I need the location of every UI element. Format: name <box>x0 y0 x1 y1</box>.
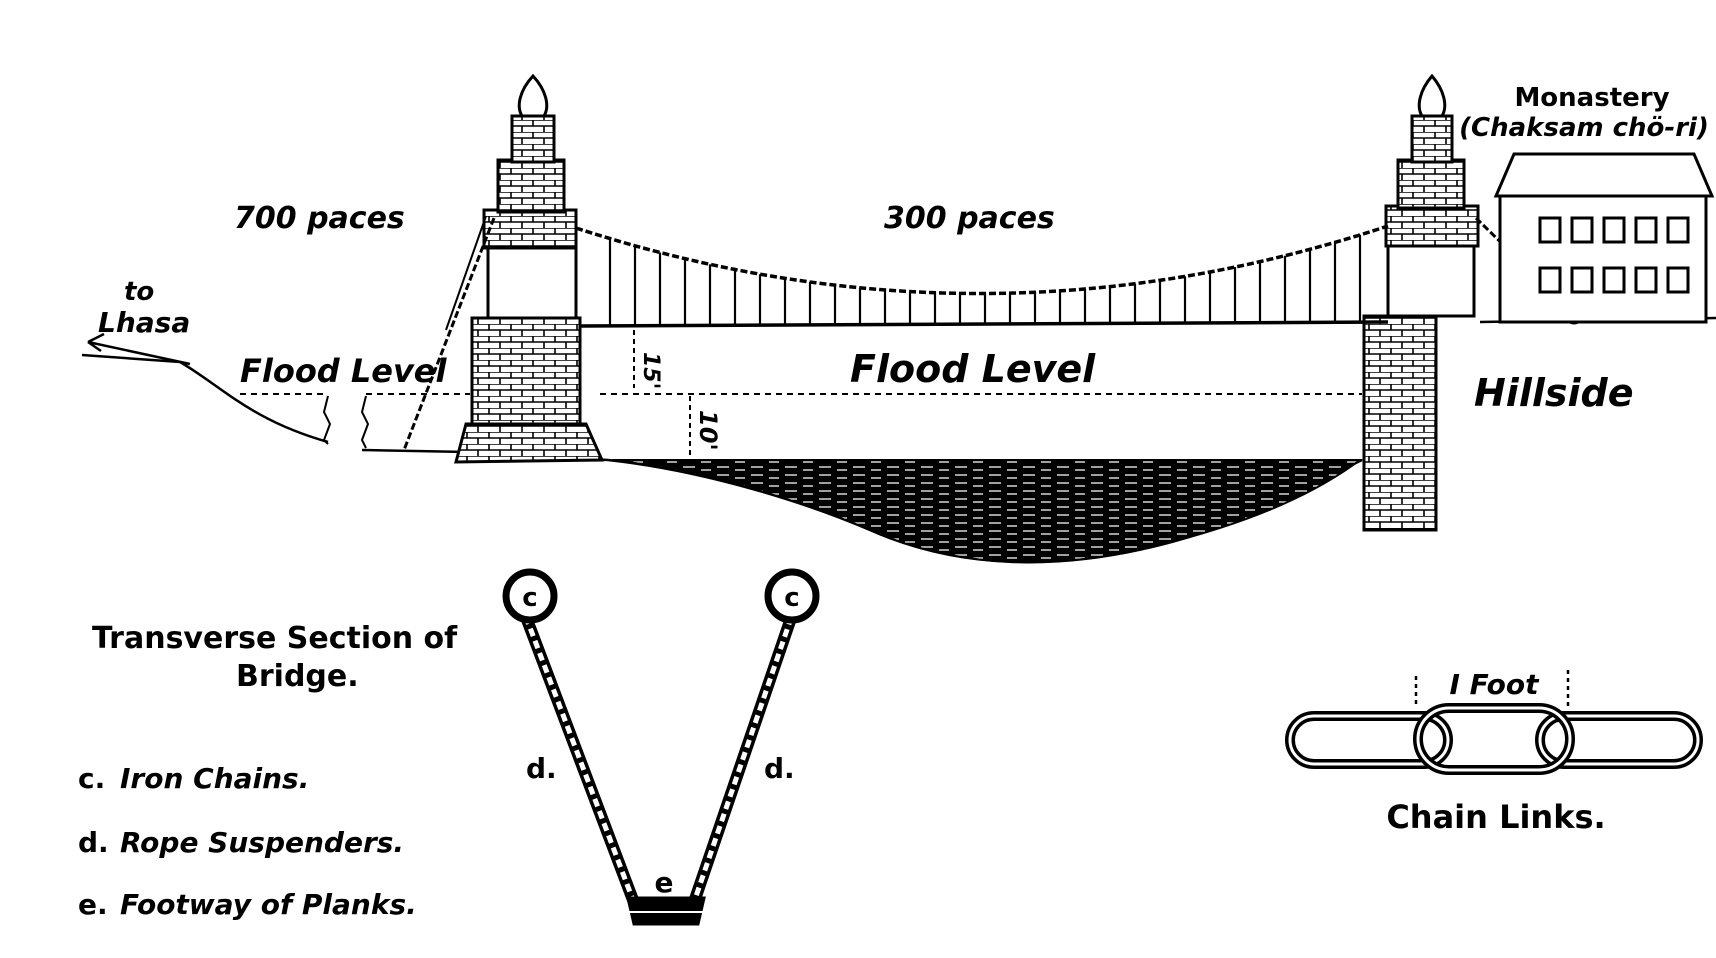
span-distance-label: 300 paces <box>884 201 1055 236</box>
section-label-e: e <box>655 866 674 899</box>
section-title-line1: Transverse Section of <box>92 621 458 656</box>
rope-suspenders <box>608 234 1362 326</box>
monastery-roof <box>1493 152 1715 198</box>
left-backstay <box>402 217 496 451</box>
to-lhasa-label-line1: to <box>124 277 154 307</box>
monastery-wall <box>1498 194 1708 324</box>
monastery-name: (Chaksam chö-ri) <box>1459 113 1709 143</box>
height-markers <box>633 330 691 458</box>
chain-caption: Chain Links. <box>1386 798 1605 836</box>
section-label-d-left: d. <box>526 752 557 785</box>
flood-level-left-label: Flood Level <box>240 352 448 390</box>
section-left-suspender-inner <box>509 579 639 909</box>
to-lhasa-arrow <box>87 332 191 366</box>
section-label-d-right: d. <box>764 752 795 785</box>
right-tower-finial <box>1417 73 1447 118</box>
hillside-label: Hillside <box>1474 371 1634 415</box>
chain-link-middle-inner <box>1416 706 1572 772</box>
chain-links <box>1285 670 1703 775</box>
left-tower-white <box>486 244 578 320</box>
legend-d-text: Rope Suspenders. <box>120 826 404 859</box>
monastery-window <box>1602 266 1626 294</box>
left-tower-footing <box>454 422 605 464</box>
chain-link-right-inner <box>1538 714 1700 766</box>
legend-d-key: d. <box>78 826 109 859</box>
left-tower-top <box>510 114 556 164</box>
left-bank-line <box>81 353 329 444</box>
section-label-c-right: c <box>784 583 799 613</box>
monastery-window <box>1634 266 1658 294</box>
legend-e-key: e. <box>78 888 108 921</box>
monastery-windows <box>1538 216 1690 294</box>
legend-c-text: Iron Chains. <box>120 762 309 795</box>
monastery-window <box>1570 216 1594 244</box>
transverse-section <box>502 568 820 926</box>
right-tower-top <box>1410 114 1454 164</box>
chain-scale-label: I Foot <box>1450 668 1541 701</box>
monastery-window <box>1666 266 1690 294</box>
right-tower <box>1362 73 1480 532</box>
main-chain <box>575 224 1389 296</box>
section-right-chain-ring <box>764 568 820 624</box>
right-tower-mid <box>1396 158 1466 210</box>
flood-left-break-2 <box>360 395 370 449</box>
monastery-window <box>1570 266 1594 294</box>
legend: c. Iron Chains. d. Rope Suspenders. e. F… <box>78 762 417 921</box>
right-tower-base <box>1362 314 1438 532</box>
left-tower <box>454 73 605 464</box>
height-15-label: 15' <box>638 352 663 389</box>
left-backstay-2 <box>445 215 487 331</box>
monastery-window <box>1634 216 1658 244</box>
section-left-chain-ring <box>502 568 558 624</box>
monastery-window <box>1602 216 1626 244</box>
monastery-window <box>1538 266 1562 294</box>
legend-c-key: c. <box>78 762 105 795</box>
right-tower-white <box>1386 244 1476 318</box>
monastery-title: Monastery <box>1514 83 1669 113</box>
section-title-line2: Bridge. <box>236 659 359 694</box>
left-distance-label: 700 paces <box>234 201 405 236</box>
bridge-deck <box>579 320 1389 328</box>
legend-e-text: Footway of Planks. <box>120 888 417 921</box>
flood-level-center-label: Flood Level <box>850 347 1096 391</box>
left-tower-upper <box>482 208 578 250</box>
left-tower-mid <box>496 158 566 214</box>
left-tower-finial <box>517 73 549 118</box>
left-tower-base <box>470 316 582 426</box>
monastery-window <box>1538 216 1562 244</box>
flood-left-break-1 <box>322 395 332 445</box>
monastery-window <box>1666 216 1690 244</box>
river-water <box>611 459 1364 564</box>
section-label-c-left: c <box>522 583 537 613</box>
chain-link-left-inner <box>1288 714 1450 766</box>
to-lhasa-label-line2: Lhasa <box>98 306 190 339</box>
height-10-label: 10' <box>694 410 722 451</box>
right-tower-upper <box>1384 204 1480 248</box>
monastery-building <box>1493 152 1715 324</box>
section-right-suspender-inner <box>689 579 807 909</box>
